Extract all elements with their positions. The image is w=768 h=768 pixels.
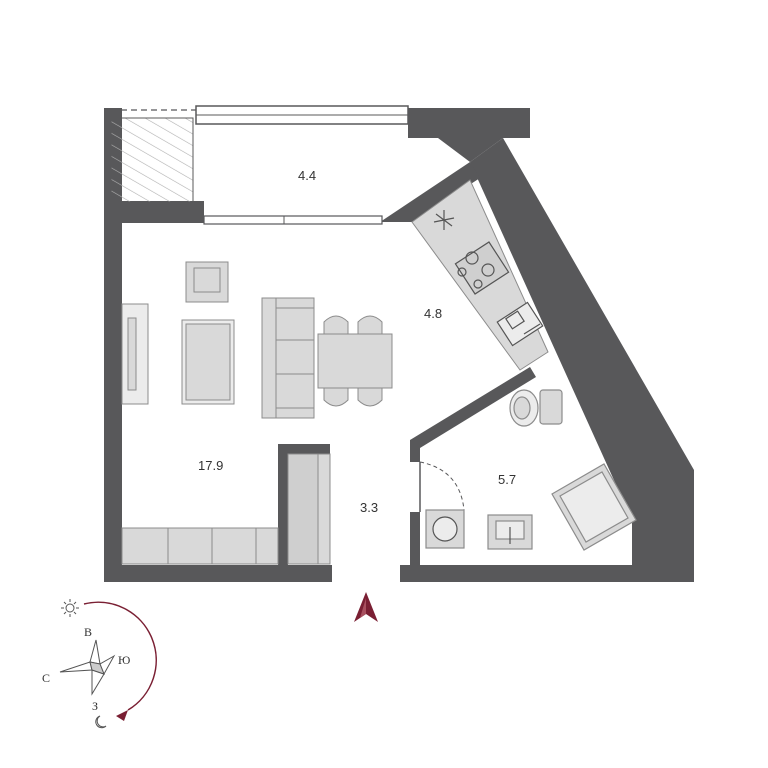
wall-left — [104, 108, 122, 582]
wall-bathroom-top — [410, 367, 536, 448]
bench — [121, 527, 279, 565]
wall-closet-left — [278, 444, 288, 569]
dining-chair — [357, 387, 383, 407]
compass-arc-arrow-icon — [116, 710, 128, 721]
armchair — [185, 261, 229, 303]
toilet — [509, 389, 563, 427]
compass-east-label: В — [84, 625, 92, 639]
compass-arc — [83, 601, 157, 711]
dining-chair — [323, 315, 349, 335]
compass-west-label: З — [92, 699, 98, 713]
living-area-label: 17.9 — [198, 458, 223, 473]
wall-kitchen-diagonal — [380, 162, 480, 222]
wall-balcony-bottom-left — [104, 201, 204, 223]
walls — [104, 108, 694, 582]
washbasin — [487, 514, 533, 550]
living-furniture — [121, 261, 393, 565]
sink-icon — [496, 301, 544, 347]
moon-icon — [95, 715, 107, 729]
compass-north-label: С — [42, 671, 50, 685]
balcony-window — [203, 215, 383, 225]
balcony-area-label: 4.4 — [298, 168, 316, 183]
fan-icon — [433, 210, 455, 230]
compass-star-icon — [59, 639, 116, 696]
dining-chair — [357, 315, 383, 335]
balcony-hatched-area — [110, 117, 194, 203]
dining-table — [317, 333, 393, 389]
bathroom-fixtures — [419, 389, 637, 551]
wall-right-diagonal — [470, 138, 694, 582]
bathroom-door-swing — [419, 461, 465, 511]
kitchen-area-label: 4.8 — [424, 306, 442, 321]
bathroom-area-label: 5.7 — [498, 472, 516, 487]
wall-bathroom-left-upper — [410, 440, 420, 462]
wall-bottom-left — [104, 565, 332, 582]
shower-tray — [551, 463, 637, 551]
kitchen-counter — [411, 179, 549, 371]
dining-chair — [323, 387, 349, 407]
sofa — [261, 297, 315, 419]
wall-closet-top — [278, 444, 330, 454]
compass-south-label: Ю — [118, 653, 130, 667]
sun-icon — [61, 599, 79, 617]
hall-area-label: 3.3 — [360, 500, 378, 515]
balcony — [110, 105, 409, 225]
wall-top-right-corner — [408, 108, 530, 162]
wardrobe — [287, 453, 331, 565]
stove-icon — [454, 241, 510, 295]
wall-bathroom-left-lower — [410, 512, 420, 572]
tv — [127, 317, 137, 391]
compass: В Ю С З — [42, 599, 157, 729]
wall-bottom-right — [400, 565, 694, 582]
